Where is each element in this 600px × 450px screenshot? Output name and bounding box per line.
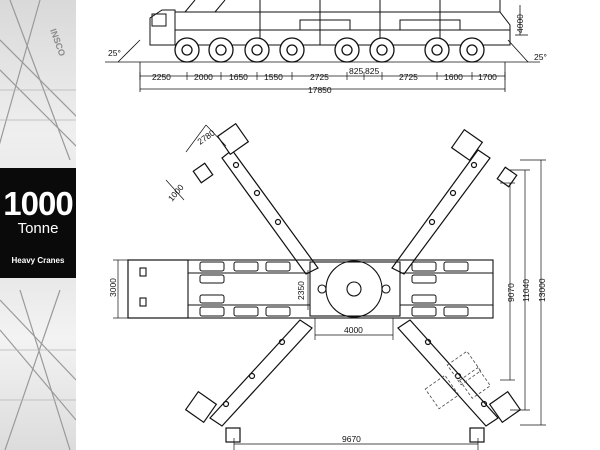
capacity-unit: Tonne [17,220,59,237]
wheel-set [174,37,485,63]
alternate-pad-outlines [424,350,491,410]
axle-spacing-6: 825 [349,66,363,76]
pad-size-label: 1000 [166,182,186,203]
tires-plan [199,261,469,317]
span-inner-label: 9070 [506,283,516,302]
axle-spacing-1: 2250 [152,72,171,82]
axle-spacing-10: 1700 [478,72,497,82]
axle-spacing-5: 2725 [310,72,329,82]
crane-technical-drawing: 25° 25° 4000 2250 2000 1650 1550 2725 82… [105,0,547,450]
side-view-elevation: 25° 25° 4000 2250 2000 1650 1550 2725 82… [105,0,547,95]
span-mid-label: 11040 [521,279,531,302]
bottom-span-label: 9670 [342,434,361,444]
outrigger-arms [209,149,499,427]
outrigger-pads [184,122,522,443]
axle-spacing-8: 2725 [399,72,418,82]
axle-spacing-2: 2000 [194,72,213,82]
brand-watermark: INSCO [48,27,67,57]
height-dim-label: 4000 [515,14,525,33]
crane-photo-background: INSCO [0,0,76,450]
span-outer-label: 13000 [537,278,547,302]
chassis-width-label: 3000 [108,278,118,297]
capacity-number: 1000 [3,185,73,222]
axle-spacing-9: 1600 [444,72,463,82]
top-view-dim-lines [113,124,546,450]
top-view-plan: 2780 1000 3000 2350 4000 9070 11040 1300… [108,122,547,450]
chassis-plan [127,259,494,319]
category-label: Heavy Cranes [11,256,65,265]
overall-length-label: 17850 [308,85,332,95]
sidebar-panel: INSCO 1000 Tonne Heavy Cranes [0,0,76,450]
frame-width-label: 2350 [296,281,306,300]
crane-body [149,0,511,46]
axle-spacing-7: 825 [365,66,379,76]
axle-dim-chain [139,72,506,90]
axle-spacing-3: 1650 [229,72,248,82]
capacity-badge: 1000 Tonne Heavy Cranes [0,168,76,278]
axle-spacing-4: 1550 [264,72,283,82]
angle-right-label: 25° [534,52,547,62]
center-spacing-label: 4000 [344,325,363,335]
angle-left-label: 25° [108,48,121,58]
pad-dim-label: 2780 [195,127,216,146]
